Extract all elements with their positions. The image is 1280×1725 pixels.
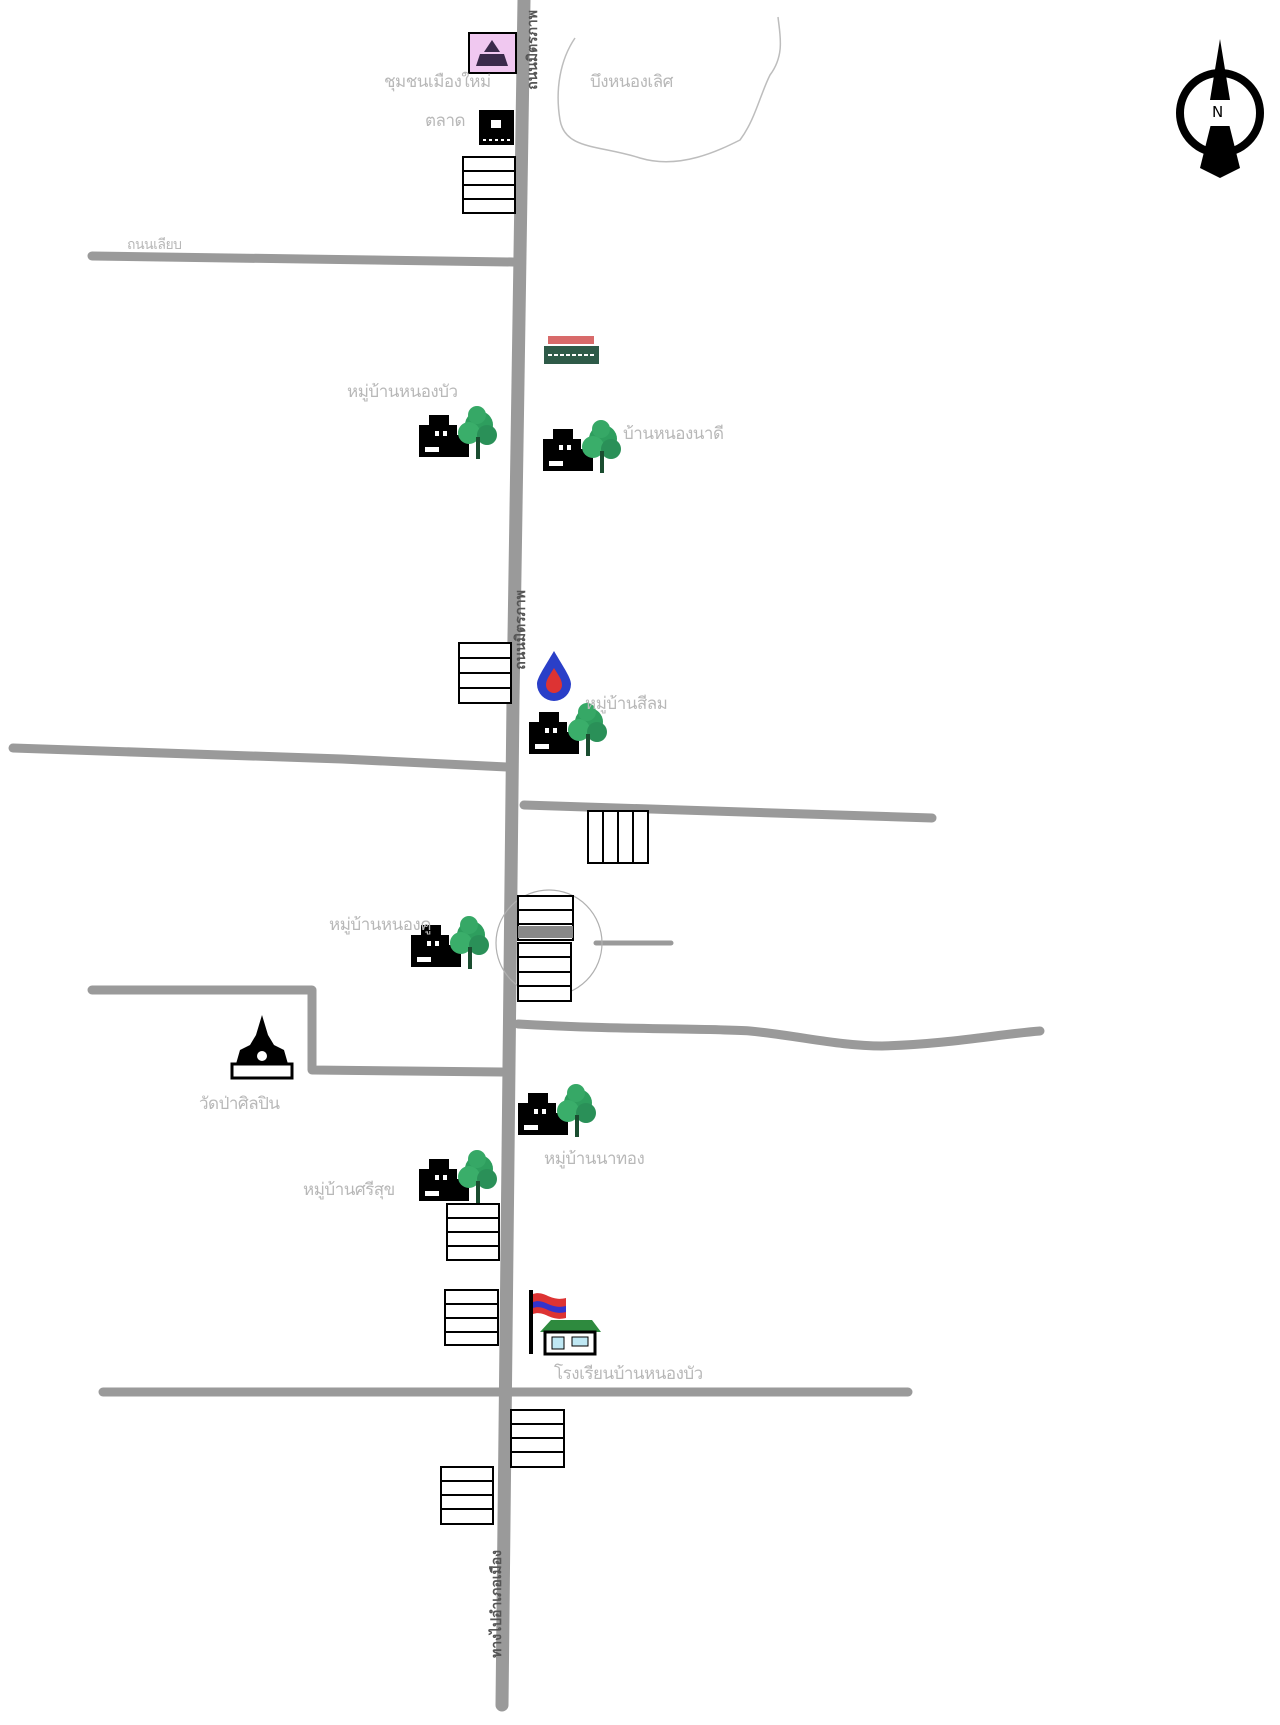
lake-outline xyxy=(557,16,782,163)
building-block xyxy=(517,942,572,1002)
village-label: หมู่บ้านหนองบัว xyxy=(347,382,458,402)
market-label: ตลาด xyxy=(425,111,466,131)
village-label: หมู่บ้านหนองคู xyxy=(329,915,432,935)
gas-station-icon xyxy=(537,651,571,701)
side-road-label: ถนนเลียบ xyxy=(127,237,182,253)
main-road-label: ทางไปอำเภอเมือง xyxy=(489,1550,505,1658)
village-icon xyxy=(518,1084,596,1137)
main-road-label: ถนนมิตรภาพ xyxy=(525,10,541,90)
road-west-bend xyxy=(87,985,507,1077)
temple-icon xyxy=(230,1015,294,1080)
village-label: หมู่บ้านนาทอง xyxy=(544,1149,645,1169)
village-icon xyxy=(419,1150,497,1203)
building-block xyxy=(458,642,512,704)
building-block xyxy=(444,1289,499,1346)
village-icon xyxy=(419,406,497,459)
north-arrow-icon xyxy=(1176,39,1264,178)
village-label: หมู่บ้านสีลม xyxy=(585,694,668,714)
village-label: บ้านหนองนาดี xyxy=(623,424,724,444)
road-north-west xyxy=(87,251,518,267)
shrine-icon xyxy=(468,32,517,74)
building-block xyxy=(462,156,516,214)
building-block xyxy=(510,1409,565,1468)
factory-icon xyxy=(544,336,599,364)
main-road-label: ถนนมิตรภาพ xyxy=(513,590,529,670)
building-block xyxy=(587,810,649,864)
main-road xyxy=(495,0,531,1712)
market-icon xyxy=(479,110,514,145)
road-east-curvy xyxy=(513,1019,1045,1051)
school-icon xyxy=(529,1290,601,1356)
building-block-hatched xyxy=(517,895,574,941)
temple-label: วัดป่าศิลปิน xyxy=(199,1094,280,1114)
building-block xyxy=(446,1203,500,1261)
building-block xyxy=(440,1466,494,1525)
road-west-middle xyxy=(8,743,512,772)
north-label: N xyxy=(1212,103,1223,121)
village-label: หมู่บ้านศรีสุข xyxy=(303,1180,395,1200)
village-icon xyxy=(543,420,621,473)
community-label: ชุมชนเมืองใหม่ xyxy=(384,72,491,92)
lake-label: บึงหนองเลิศ xyxy=(590,72,673,92)
school-label: โรงเรียนบ้านหนองบัว xyxy=(554,1364,703,1384)
road-east-middle xyxy=(519,800,937,823)
